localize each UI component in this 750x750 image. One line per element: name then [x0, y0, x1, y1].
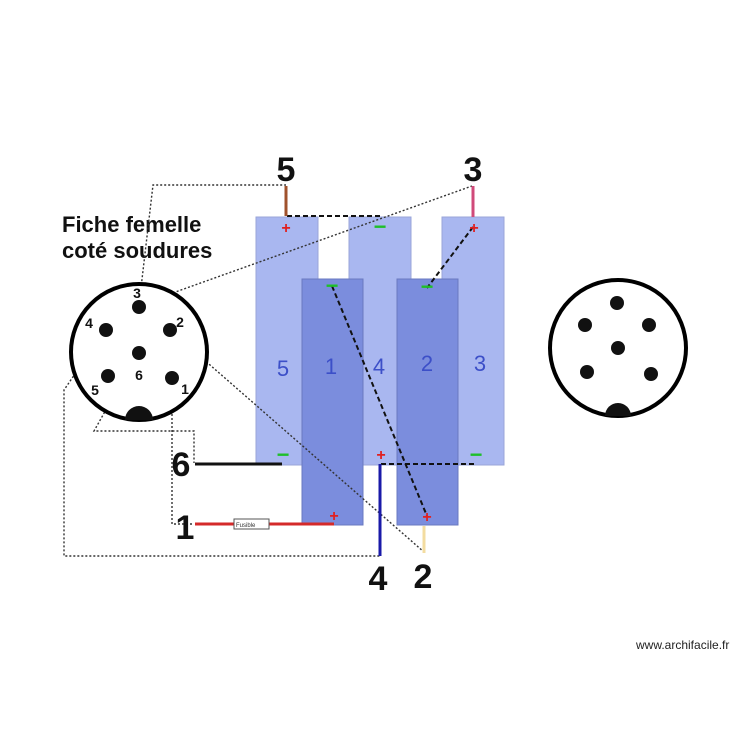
pin-2 — [163, 323, 177, 337]
pin-3 — [132, 300, 146, 314]
male-pin-bottom-left — [580, 365, 594, 379]
pin-4 — [99, 323, 113, 337]
wire-pin1-to-1 — [171, 378, 194, 525]
male-pin-bottom-right — [644, 367, 658, 381]
connector-female: 3 4 2 6 5 1 — [69, 282, 209, 422]
connector-female-key — [125, 406, 153, 420]
pin-4-label: 4 — [85, 315, 93, 331]
pin-1-label: 1 — [181, 381, 189, 397]
connector-male-key — [605, 403, 631, 416]
minus-5: − — [277, 442, 290, 467]
pin-3-label: 3 — [133, 285, 141, 301]
minus-3: − — [470, 442, 483, 467]
plus-3: + — [469, 220, 478, 237]
male-pin-left — [578, 318, 592, 332]
pin-1 — [165, 371, 179, 385]
fuse-label: Fusible — [236, 523, 256, 529]
pin-2-label: 2 — [176, 314, 184, 330]
male-pin-top — [610, 296, 624, 310]
title-line-2: coté soudures — [62, 238, 213, 263]
minus-2: − — [421, 274, 434, 299]
male-pin-center — [611, 341, 625, 355]
watermark: www.archifacile.fr — [636, 638, 730, 652]
battery-1-label: 1 — [325, 354, 337, 379]
wire-label-3: 3 — [464, 151, 483, 189]
wire-pin2-to-2 — [169, 329, 425, 553]
wire-pin2-to-3 — [138, 185, 473, 306]
connector-male — [548, 278, 688, 418]
battery-1 — [301, 278, 364, 526]
plus-5: + — [281, 220, 290, 237]
series-links — [287, 215, 476, 517]
plus-1: + — [329, 508, 338, 525]
battery-3-label: 3 — [474, 351, 486, 376]
wire-label-1: 1 — [176, 509, 195, 547]
battery-5-label: 5 — [277, 356, 289, 381]
wire-pin3-to-5 — [138, 184, 286, 306]
wire-label-4: 4 — [369, 560, 388, 598]
pin-5-label: 5 — [91, 382, 99, 398]
wire-label-5: 5 — [277, 151, 296, 189]
wire-label-2: 2 — [414, 558, 433, 596]
pin-6 — [132, 346, 146, 360]
battery-2 — [396, 278, 459, 526]
male-pin-right — [642, 318, 656, 332]
battery-2-label: 2 — [421, 351, 433, 376]
minus-1: − — [326, 273, 339, 298]
plus-2: + — [422, 509, 431, 526]
minus-4: − — [374, 214, 387, 239]
link-1-2 — [331, 285, 428, 517]
fuse — [233, 518, 270, 530]
pin-6-label: 6 — [135, 367, 143, 383]
plus-4: + — [376, 447, 385, 464]
link-3-2 — [426, 226, 474, 289]
battery-4-label: 4 — [373, 354, 385, 379]
pin-5 — [101, 369, 115, 383]
wire-label-6: 6 — [172, 446, 191, 484]
title-line-1: Fiche femelle — [62, 212, 202, 237]
